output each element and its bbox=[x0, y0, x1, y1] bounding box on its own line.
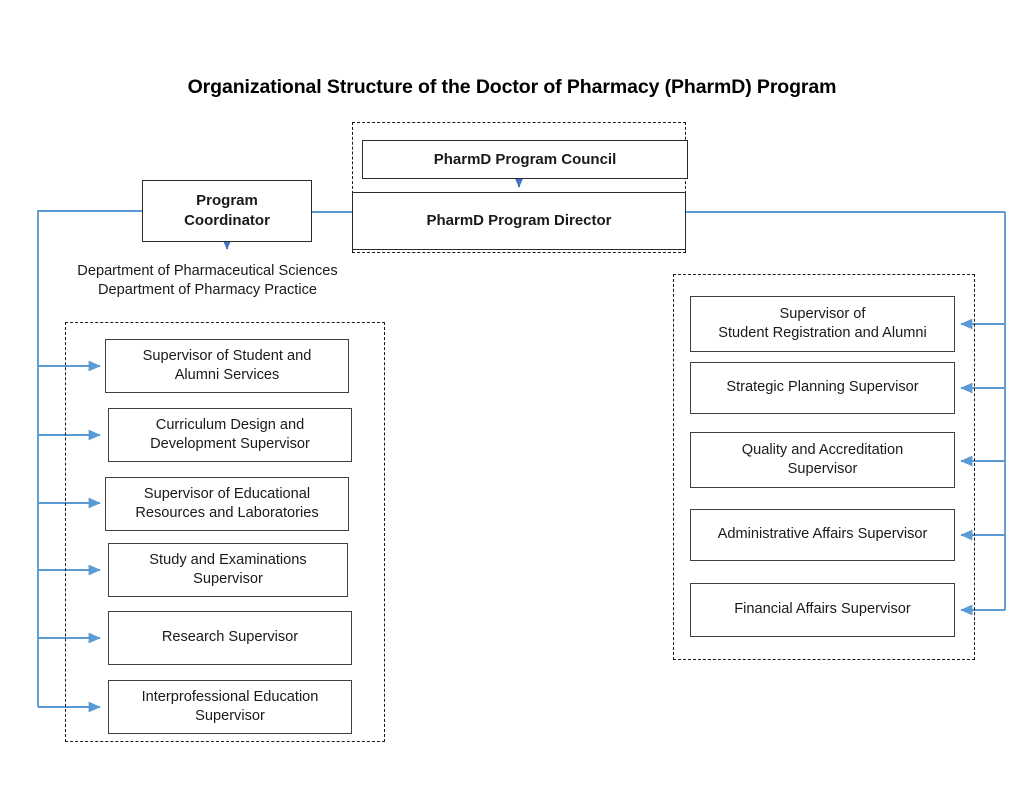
node-label-line1: Research Supervisor bbox=[161, 629, 299, 646]
node-pharmd-program-council[interactable]: PharmD Program Council bbox=[362, 140, 688, 179]
node-label-line1: Study and Examinations bbox=[149, 551, 307, 568]
node-label: PharmD Program Director bbox=[426, 212, 612, 230]
node-supervisor-educational-resources-laboratories[interactable]: Supervisor of Educational Resources and … bbox=[105, 477, 349, 531]
node-label-line2: Supervisor bbox=[193, 571, 263, 587]
node-label-line1: Supervisor of bbox=[779, 305, 866, 322]
node-pharmd-program-director[interactable]: PharmD Program Director bbox=[352, 192, 686, 250]
left-supervisors-group bbox=[65, 322, 385, 742]
program-leadership-group bbox=[352, 122, 686, 253]
node-research-supervisor[interactable]: Research Supervisor bbox=[108, 611, 352, 665]
node-label-line1: Program bbox=[196, 192, 258, 210]
node-label-line2: Supervisor bbox=[195, 708, 265, 724]
node-label-line2: Resources and Laboratories bbox=[135, 505, 319, 521]
node-study-examinations-supervisor[interactable]: Study and Examinations Supervisor bbox=[108, 543, 348, 597]
node-label: PharmD Program Council bbox=[433, 150, 617, 168]
node-financial-affairs-supervisor[interactable]: Financial Affairs Supervisor bbox=[690, 583, 955, 637]
node-label-line1: Supervisor of Student and bbox=[142, 347, 312, 364]
node-supervisor-student-registration-alumni[interactable]: Supervisor of Student Registration and A… bbox=[690, 296, 955, 352]
node-label-line2: Coordinator bbox=[184, 212, 270, 229]
node-label-line1: Supervisor of Educational bbox=[143, 485, 311, 502]
node-label-line1: Quality and Accreditation bbox=[741, 441, 904, 458]
node-administrative-affairs-supervisor[interactable]: Administrative Affairs Supervisor bbox=[690, 509, 955, 561]
right-supervisors-group bbox=[673, 274, 975, 660]
page-title: Organizational Structure of the Doctor o… bbox=[187, 76, 837, 98]
node-curriculum-design-development-supervisor[interactable]: Curriculum Design and Development Superv… bbox=[108, 408, 352, 462]
node-program-coordinator[interactable]: Program Coordinator bbox=[142, 180, 312, 242]
node-strategic-planning-supervisor[interactable]: Strategic Planning Supervisor bbox=[690, 362, 955, 414]
node-label-line2: Supervisor bbox=[787, 461, 858, 477]
node-label-line1: Interprofessional Education bbox=[141, 688, 319, 705]
node-label-line2: Development Supervisor bbox=[150, 436, 310, 452]
department-line1: Department of Pharmaceutical Sciences bbox=[77, 262, 338, 279]
node-departments: Department of Pharmaceutical Sciences De… bbox=[65, 251, 350, 311]
node-label-line1: Financial Affairs Supervisor bbox=[734, 601, 911, 618]
node-quality-accreditation-supervisor[interactable]: Quality and Accreditation Supervisor bbox=[690, 432, 955, 488]
department-line2: Department of Pharmacy Practice bbox=[98, 282, 317, 298]
node-label-line1: Administrative Affairs Supervisor bbox=[717, 526, 928, 543]
node-label-line1: Strategic Planning Supervisor bbox=[726, 379, 919, 396]
node-interprofessional-education-supervisor[interactable]: Interprofessional Education Supervisor bbox=[108, 680, 352, 734]
node-label-line2: Student Registration and Alumni bbox=[718, 325, 927, 341]
node-supervisor-student-alumni-services[interactable]: Supervisor of Student and Alumni Service… bbox=[105, 339, 349, 393]
node-label-line2: Alumni Services bbox=[174, 367, 280, 383]
node-label-line1: Curriculum Design and bbox=[155, 416, 305, 433]
